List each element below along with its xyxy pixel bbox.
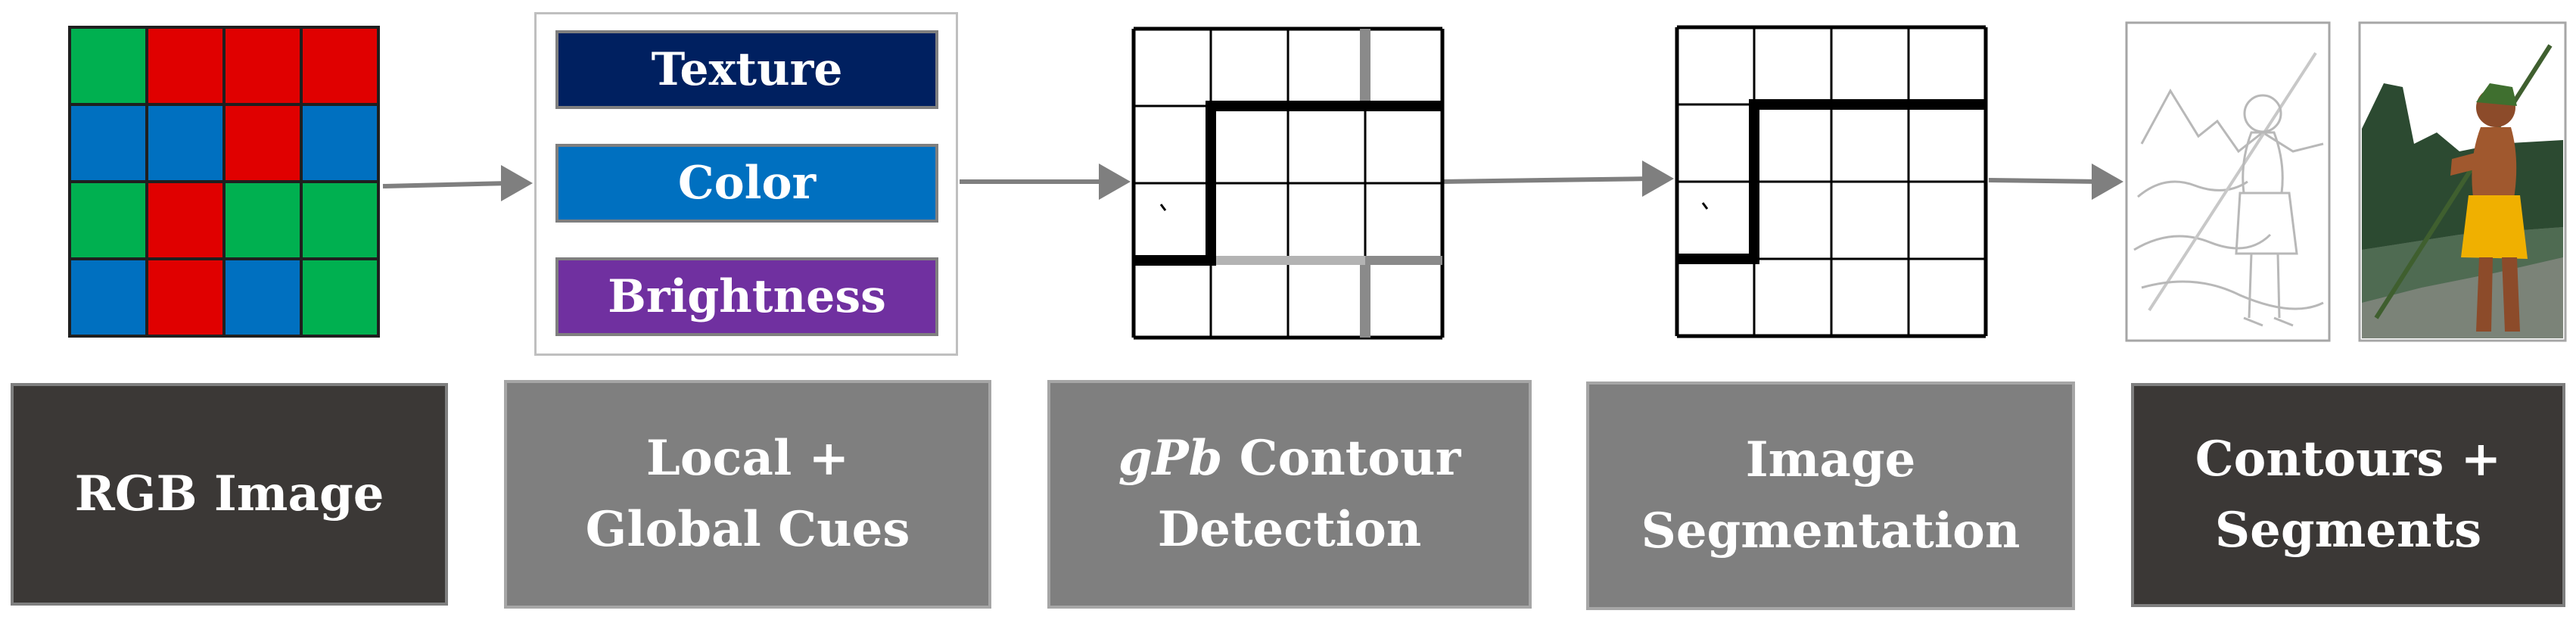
tick-mark (1701, 202, 1709, 210)
tick-mark (1159, 204, 1167, 211)
segmentation-grid (1675, 25, 1988, 338)
step-contours-segments: Contours + Segments (2131, 383, 2565, 607)
rgb-pixel (300, 257, 380, 338)
step-local-global-cues: Local + Global Cues (504, 380, 991, 609)
rgb-pixel (300, 103, 380, 183)
arrow-head (1099, 164, 1131, 200)
step-local-global-cues-line-1: Local + (646, 430, 850, 487)
rgb-pixel (300, 26, 380, 106)
arrow-head (501, 165, 533, 201)
gpb-italic: gPb (1118, 430, 1223, 487)
rgb-pixel (68, 103, 148, 183)
rgb-pixel (222, 257, 303, 338)
contour-word: Contour (1222, 430, 1461, 487)
step-local-global-cues-line-2: Global Cues (585, 501, 910, 558)
step-image-segmentation: Image Segmentation (1586, 382, 2075, 610)
segment-boundary (1677, 99, 1986, 264)
flow-arrows (382, 160, 2123, 201)
step-gpb-contour-detection-line-2: Detection (1157, 501, 1422, 558)
arrow-shaft (1988, 178, 2102, 184)
texture-cue-label: Texture (651, 43, 843, 96)
arrow-head (2092, 164, 2123, 200)
arrow-shaft (1440, 176, 1652, 184)
segmented-figure-icon (2358, 21, 2567, 342)
rgb-pixel (68, 257, 148, 338)
step-rgb-image: RGB Image (11, 383, 448, 606)
step-image-segmentation-line-2: Segmentation (1641, 503, 2021, 559)
texture-cue: Texture (555, 30, 938, 109)
rgb-pixel (300, 180, 380, 260)
color-cue: Color (555, 144, 938, 223)
step-gpb-contour-detection: gPb Contour Detection (1047, 380, 1532, 609)
arrow-shaft (382, 181, 511, 188)
rgb-pixel (145, 103, 226, 183)
step-contours-segments-line-1: Contours + (2195, 431, 2502, 487)
contour-sketch-icon (2125, 21, 2331, 342)
rgb-pixel (68, 180, 148, 260)
gpb-contour-grid (1131, 26, 1445, 340)
step-contours-segments-line-2: Segments (2214, 502, 2482, 559)
rgb-pixel (145, 180, 226, 260)
rgb-pixel (145, 257, 226, 338)
color-cue-label: Color (677, 157, 817, 210)
rgb-pixel (222, 103, 303, 183)
rgb-pixel (222, 26, 303, 106)
step-rgb-image-line-1: RGB Image (74, 466, 384, 522)
arrow-head (1642, 160, 1674, 197)
brightness-cue: Brightness (555, 257, 938, 336)
strong-contour (1134, 101, 1442, 266)
rgb-pixel (222, 180, 303, 260)
rgb-pixel-grid (68, 26, 380, 338)
rgb-pixel (68, 26, 148, 106)
step-image-segmentation-line-1: Image (1745, 431, 1916, 488)
step-gpb-contour-detection-line-1: gPb Contour (1118, 423, 1461, 494)
brightness-cue-label: Brightness (608, 270, 886, 323)
rgb-pixel (145, 26, 226, 106)
